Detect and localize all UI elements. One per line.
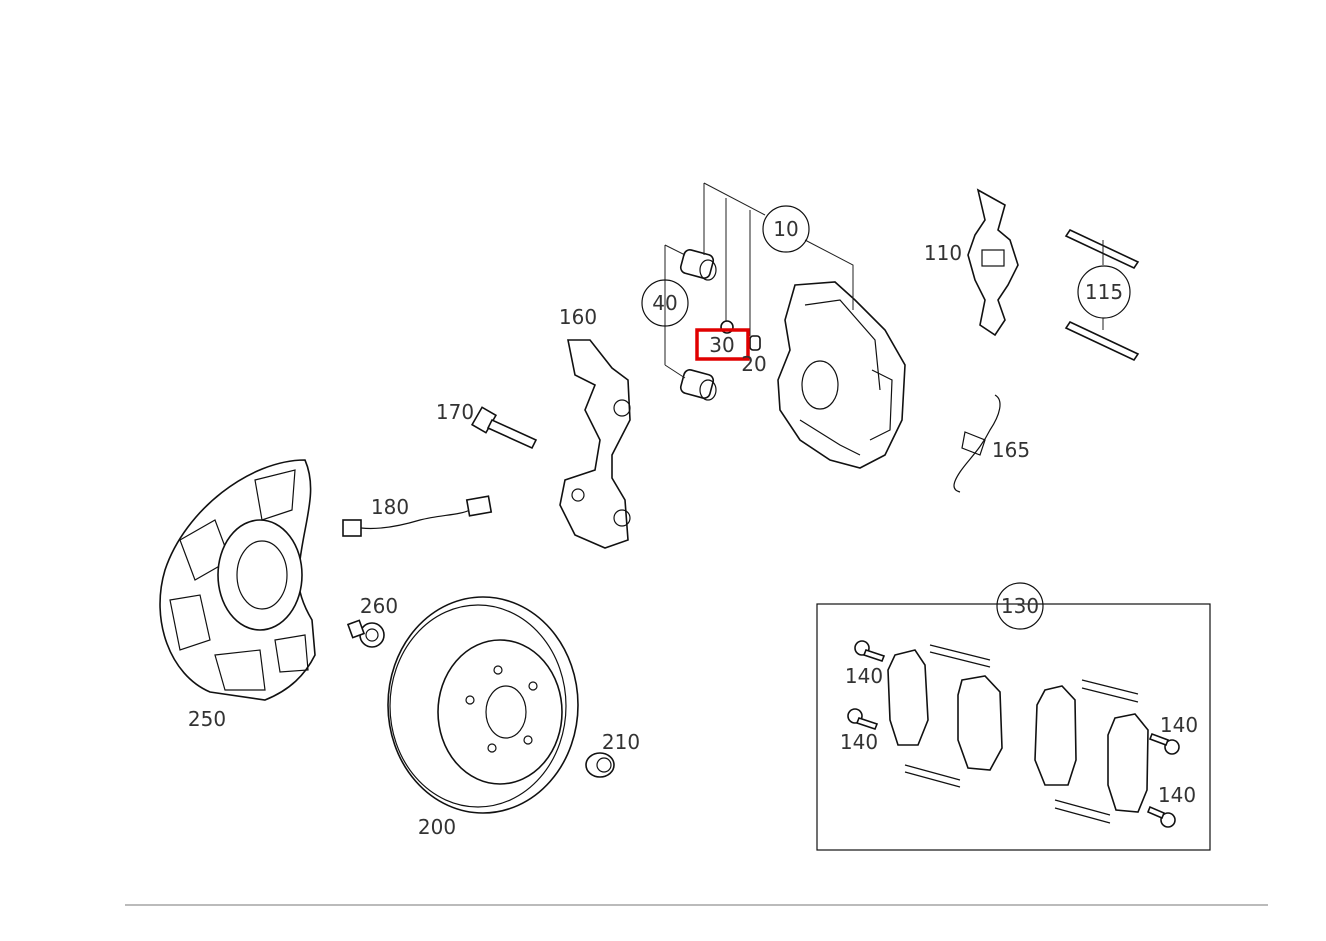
part-260-bolt[interactable] xyxy=(346,619,385,648)
part-10-brake-caliper[interactable] xyxy=(777,281,906,469)
part-250-dust-shield[interactable] xyxy=(159,459,316,701)
label-40[interactable]: 40 xyxy=(652,291,677,315)
part-200-brake-disc[interactable] xyxy=(387,596,579,814)
part-110-spring[interactable] xyxy=(967,188,1019,337)
label-200[interactable]: 200 xyxy=(418,815,456,839)
part-115-guide-pins[interactable] xyxy=(1064,228,1140,362)
part-170-bolt[interactable] xyxy=(470,406,538,450)
label-110[interactable]: 110 xyxy=(924,241,962,265)
part-165-holding-spring[interactable] xyxy=(953,394,1001,493)
highlight-box-30 xyxy=(695,328,750,361)
label-140-top-right[interactable]: 140 xyxy=(1160,713,1198,737)
part-140-bolt[interactable] xyxy=(847,640,1180,828)
label-115[interactable]: 115 xyxy=(1085,280,1123,304)
label-180[interactable]: 180 xyxy=(371,495,409,519)
leader-lines xyxy=(664,182,1104,379)
label-140-bottom-left[interactable]: 140 xyxy=(840,730,878,754)
label-30[interactable]: 30 xyxy=(709,333,734,357)
label-130[interactable]: 130 xyxy=(1001,594,1039,618)
label-140-top-left[interactable]: 140 xyxy=(845,664,883,688)
part-160-brake-carrier[interactable] xyxy=(559,339,631,549)
label-250[interactable]: 250 xyxy=(188,707,226,731)
label-165[interactable]: 165 xyxy=(992,438,1030,462)
label-10[interactable]: 10 xyxy=(773,217,798,241)
label-210[interactable]: 210 xyxy=(602,730,640,754)
part-130-brake-pad-kit[interactable] xyxy=(816,603,1211,851)
label-140-bottom-right[interactable]: 140 xyxy=(1158,783,1196,807)
label-260[interactable]: 260 xyxy=(360,594,398,618)
part-40-guide-sleeve[interactable] xyxy=(679,249,717,401)
part-210-screw[interactable] xyxy=(585,752,615,778)
part-180-wear-sensor[interactable] xyxy=(342,495,493,537)
label-160[interactable]: 160 xyxy=(559,305,597,329)
label-170[interactable]: 170 xyxy=(436,400,474,424)
label-20[interactable]: 20 xyxy=(741,352,766,376)
part-20-bleed-screw[interactable] xyxy=(749,335,761,351)
callout-circles xyxy=(641,205,1131,630)
